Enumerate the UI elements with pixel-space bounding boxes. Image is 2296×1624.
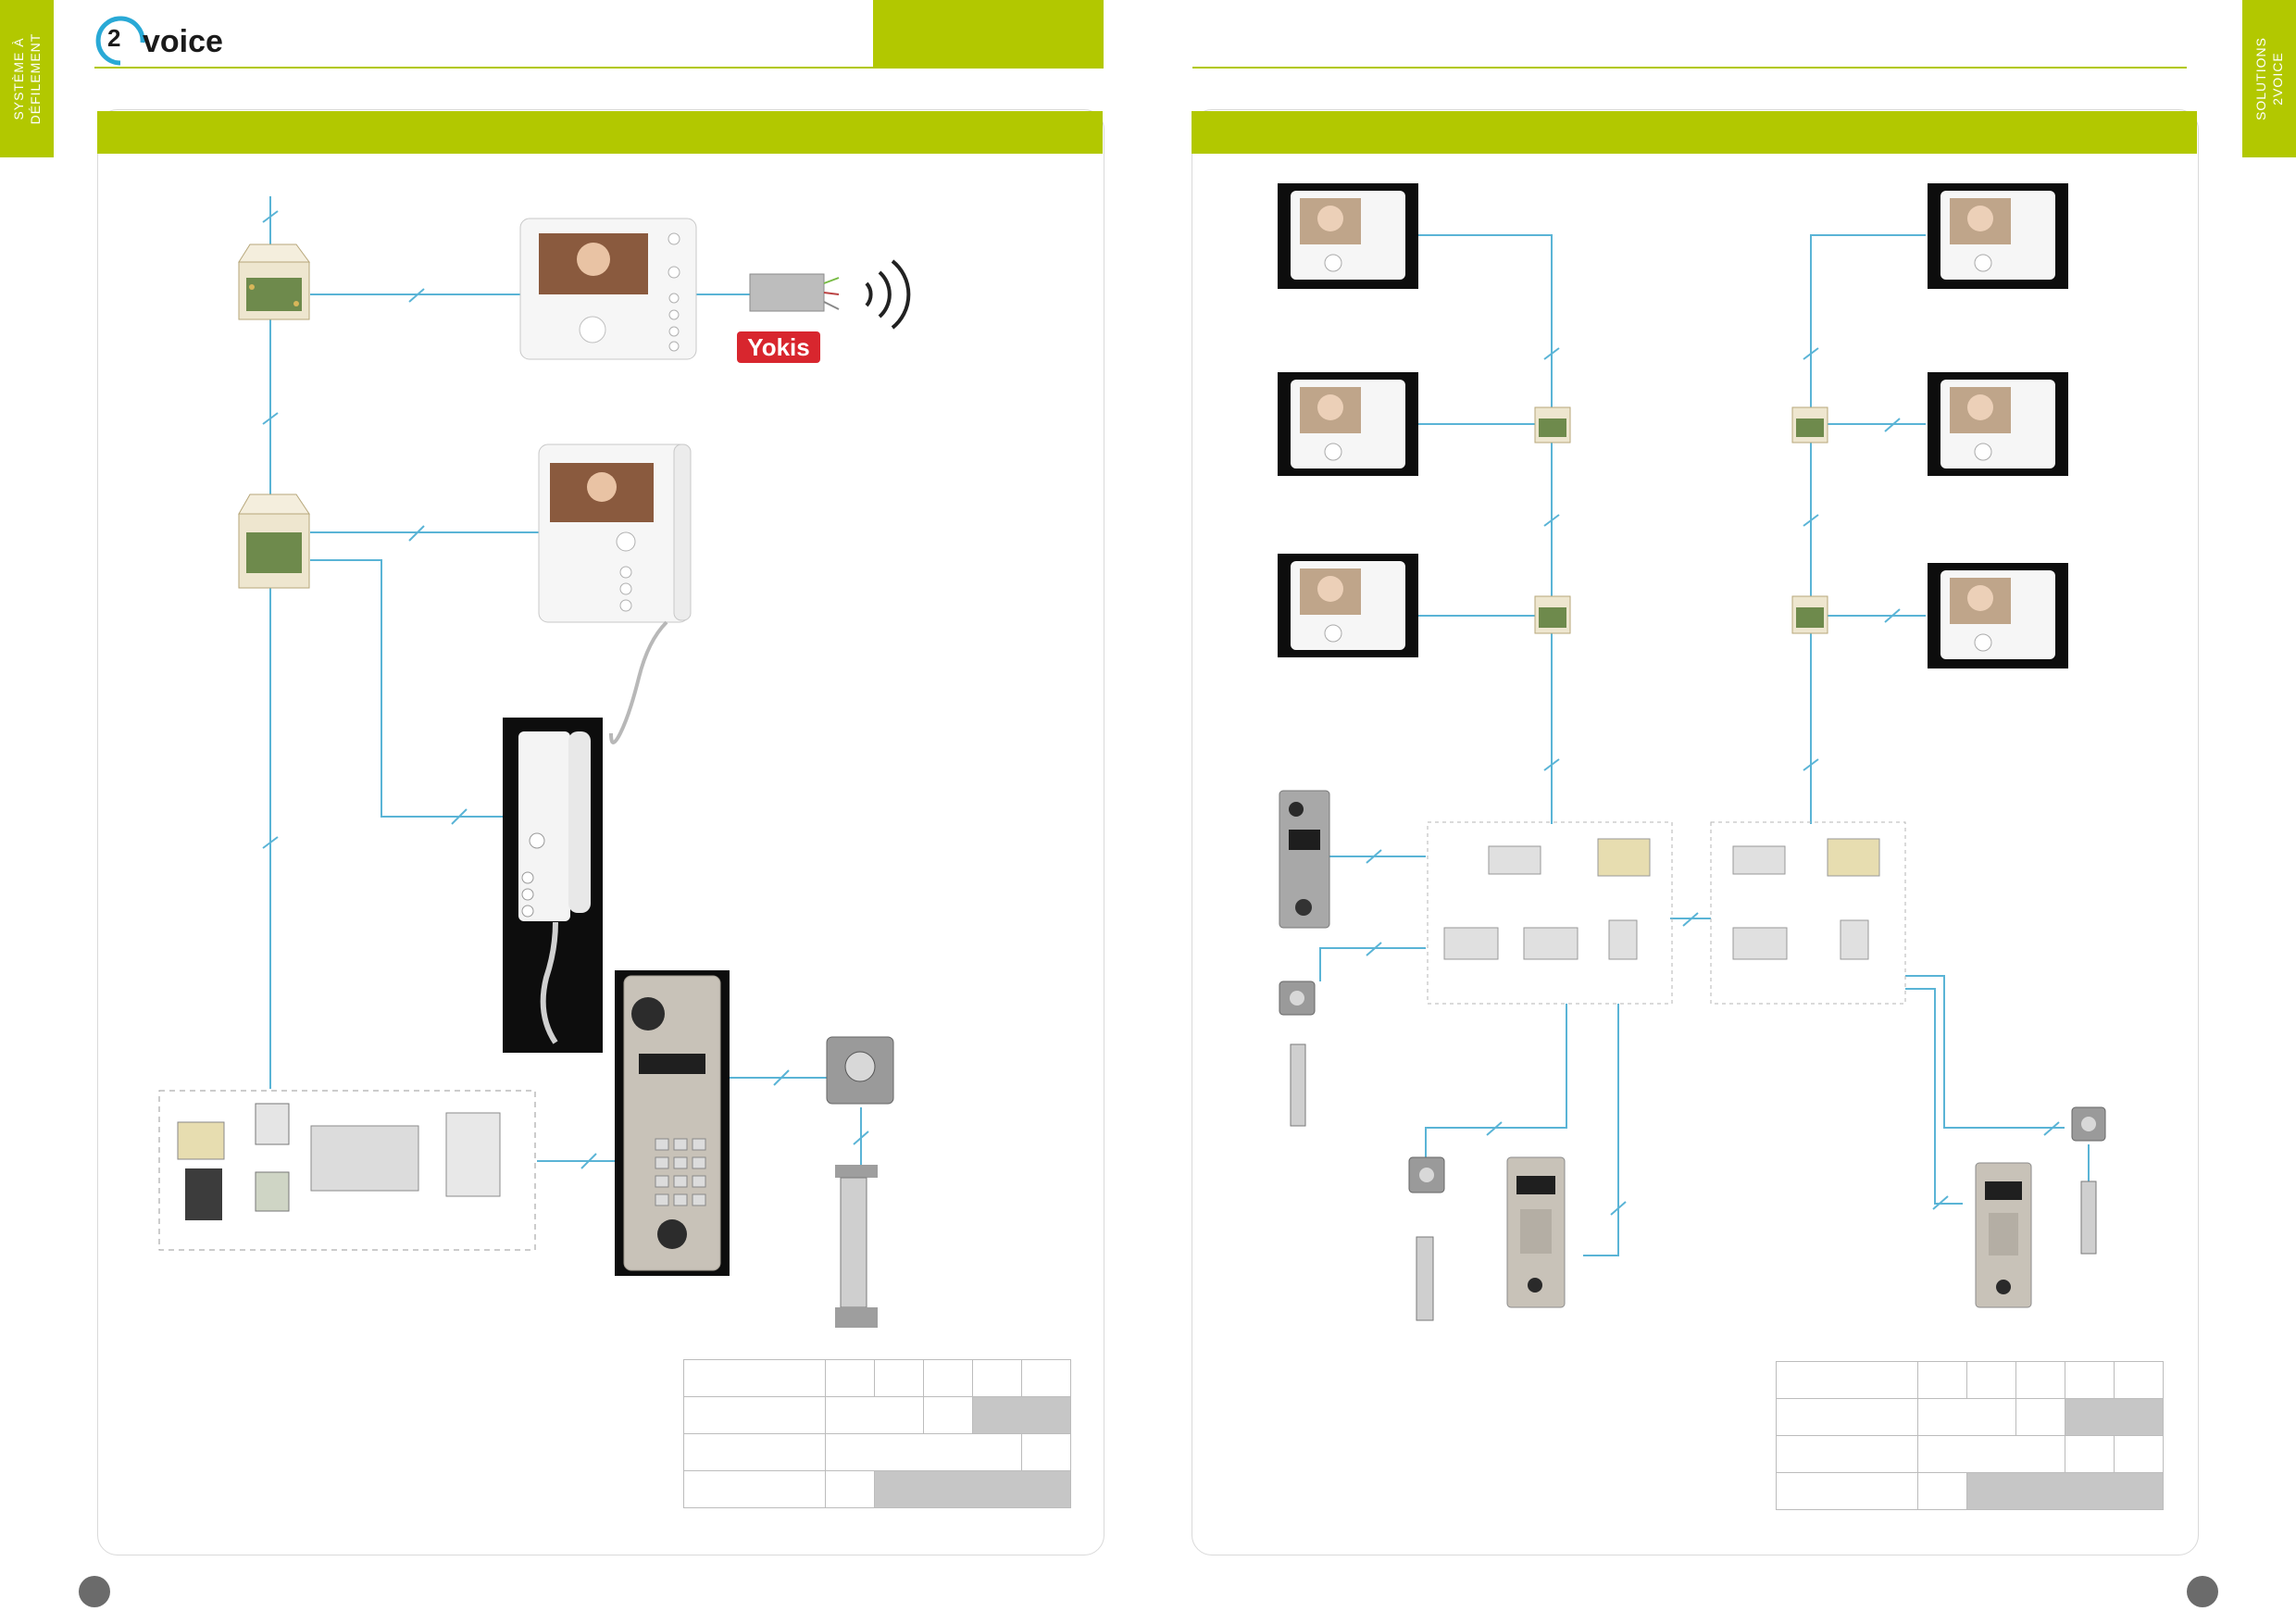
distributor-icon [1791, 406, 1828, 443]
monitor-icon [1928, 563, 2068, 668]
yokis-module-icon [749, 273, 840, 312]
electromagnetic-lock-icon [2080, 1181, 2097, 1255]
handset-icon [503, 718, 603, 1053]
monitor-icon [519, 218, 697, 360]
electromagnetic-lock-icon [835, 1165, 878, 1328]
right-header-rule [1192, 67, 2187, 69]
power-supply-icon [1443, 838, 1880, 960]
monitor-icon [1278, 372, 1418, 476]
right-page-marker [2187, 1576, 2218, 1607]
electromagnetic-lock-icon [1416, 1236, 1434, 1321]
left-side-tab: SYSTÈME À DÉFILEMENT [0, 0, 54, 157]
distributor-icon [238, 493, 310, 589]
door-panel-icon [1975, 1162, 2032, 1308]
controller-group-right [1710, 821, 1906, 1005]
door-panel-icon [1279, 790, 1330, 929]
monitor-icon [1278, 554, 1418, 657]
distributor-icon [238, 244, 310, 320]
handset-monitor-icon [538, 443, 692, 744]
monitor-icon [1928, 183, 2068, 289]
logo-word: voice [143, 24, 223, 59]
distributor-icon [1534, 595, 1571, 634]
electromagnetic-lock-icon [1290, 1043, 1306, 1127]
distributor-icon [1791, 595, 1828, 634]
right-side-tab: SOLUTIONS 2VOICE [2242, 0, 2296, 157]
power-supply-icon [177, 1103, 501, 1220]
left-page-marker [79, 1576, 110, 1607]
brand-logo: 2 voice [94, 15, 243, 67]
push-button-icon [2071, 1106, 2106, 1142]
left-title-bar [97, 111, 1103, 154]
left-header-rule [94, 67, 1104, 69]
right-page: SOLUTIONS 2VOICE [1148, 0, 2296, 1624]
push-button-icon [1279, 981, 1316, 1016]
push-button-icon [1408, 1156, 1445, 1193]
controller-group-box [158, 1090, 536, 1251]
monitor-icon [1278, 183, 1418, 289]
right-title-bar [1192, 111, 2197, 154]
logo-number: 2 [107, 24, 121, 52]
right-diagram-panel [1192, 109, 2199, 1555]
distributor-icon [1534, 406, 1571, 443]
left-legend-table [683, 1359, 1071, 1508]
monitor-icon [1928, 372, 2068, 476]
right-wiring-diagram [1278, 183, 2106, 1321]
controller-group-left [1427, 821, 1673, 1005]
door-panel-icon [1506, 1156, 1566, 1308]
logo-ring-icon [95, 16, 145, 66]
left-page: SYSTÈME À DÉFILEMENT 2 voice [0, 0, 1104, 1607]
door-panel-icon [615, 970, 730, 1276]
right-legend-table [1776, 1361, 2164, 1510]
wifi-waves-icon [865, 259, 911, 330]
yokis-badge: Yokis [737, 331, 820, 363]
push-button-icon [826, 1036, 894, 1105]
left-header-block [873, 0, 1104, 68]
left-wiring-diagram [158, 196, 911, 1328]
